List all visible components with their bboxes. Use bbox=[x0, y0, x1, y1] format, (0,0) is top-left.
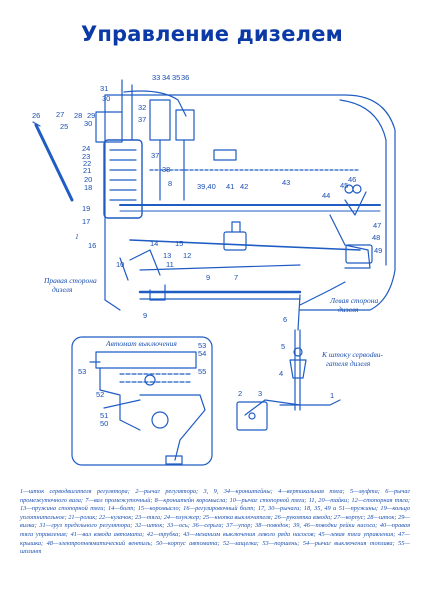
legend-text: 1—шток сервoдвигателя регулятора; 2—рыча… bbox=[20, 488, 410, 556]
callout: 3 bbox=[258, 389, 262, 398]
callout: 36 bbox=[181, 73, 189, 82]
callout: 5 bbox=[281, 342, 285, 351]
callout: 23 bbox=[82, 152, 90, 161]
callout: 55 bbox=[198, 367, 206, 376]
callout: 54 bbox=[198, 349, 206, 358]
left-side-label: Левая сторона bbox=[329, 296, 378, 305]
callout: 10 bbox=[116, 260, 124, 269]
callout: 43 bbox=[282, 178, 290, 187]
callout: 48 bbox=[372, 233, 380, 242]
callout: 14 bbox=[150, 239, 158, 248]
callout: 11 bbox=[166, 260, 174, 269]
callout: 28 bbox=[74, 111, 82, 120]
callout: 37 bbox=[151, 151, 159, 160]
callout: 2 bbox=[238, 389, 242, 398]
callout: 42 bbox=[240, 182, 248, 191]
callout: 33 bbox=[152, 73, 160, 82]
callout: 49 bbox=[374, 246, 382, 255]
callout: 31 bbox=[100, 84, 108, 93]
callout: 19 bbox=[82, 204, 90, 213]
control-rod-lower bbox=[129, 239, 361, 251]
callout: 41 bbox=[226, 182, 234, 191]
callout: 27 bbox=[56, 110, 64, 119]
callout: 4 bbox=[279, 369, 283, 378]
servo-label: К штоку сервodви- bbox=[321, 350, 383, 359]
inset-frame bbox=[71, 336, 213, 466]
callout: 16 bbox=[88, 241, 96, 250]
callout: 53 bbox=[198, 341, 206, 350]
callout: 22 bbox=[83, 159, 91, 168]
callout: 7 bbox=[234, 273, 238, 282]
cocking-handle bbox=[34, 123, 74, 202]
callout: 39,40 bbox=[197, 182, 216, 191]
callout: 21 bbox=[83, 166, 91, 175]
callout: 45 bbox=[340, 181, 348, 190]
right-side-label: Правая сторона bbox=[43, 276, 97, 285]
engine-frame-left bbox=[104, 94, 121, 311]
callout: 17 bbox=[82, 217, 90, 226]
callout: 15 bbox=[175, 239, 183, 248]
callout: 30 bbox=[84, 119, 92, 128]
callout: 13 bbox=[163, 251, 171, 260]
callout: 50 bbox=[100, 419, 108, 428]
callout: 20 bbox=[84, 175, 92, 184]
callout: 46 bbox=[348, 175, 356, 184]
inset-title: Автомат выключения bbox=[105, 339, 177, 348]
left-side-label: дизеля bbox=[338, 305, 359, 314]
callout: 30 bbox=[102, 94, 110, 103]
callout: 8 bbox=[168, 179, 172, 188]
servo-label: гателя дизеля bbox=[326, 359, 371, 368]
right-side-label: дизеля bbox=[52, 285, 73, 294]
callout: 1 bbox=[75, 232, 79, 241]
engine-frame bbox=[104, 94, 396, 311]
callout: 32 bbox=[138, 103, 146, 112]
callout: 9 bbox=[143, 311, 147, 320]
side-labels: Правая сторона дизеля Левая сторона дизе… bbox=[43, 276, 383, 368]
callout: 18 bbox=[84, 183, 92, 192]
callout: 1 bbox=[330, 391, 334, 400]
callout: 34 bbox=[162, 73, 170, 82]
callout: 51 bbox=[100, 411, 108, 420]
callout: 37 bbox=[138, 115, 146, 124]
callout: 26 bbox=[32, 111, 40, 120]
callout: 9 bbox=[206, 273, 210, 282]
callout: 24 bbox=[82, 144, 90, 153]
vertical-rod bbox=[294, 329, 301, 411]
callout: 53 bbox=[78, 367, 86, 376]
page-title: Управление дизелем bbox=[80, 22, 344, 46]
callout: 6 bbox=[283, 315, 287, 324]
callout-labels: 26 27 25 28 29 30 31 30 24 23 22 21 20 1… bbox=[32, 73, 382, 428]
callout: 12 bbox=[183, 251, 191, 260]
callout: 35 bbox=[172, 73, 180, 82]
callout: 29 bbox=[87, 111, 95, 120]
callout: 47 bbox=[373, 221, 381, 230]
callout: 38 bbox=[162, 165, 170, 174]
callout: 52 bbox=[96, 390, 104, 399]
callout: 44 bbox=[322, 191, 330, 200]
callout: 25 bbox=[60, 122, 68, 131]
